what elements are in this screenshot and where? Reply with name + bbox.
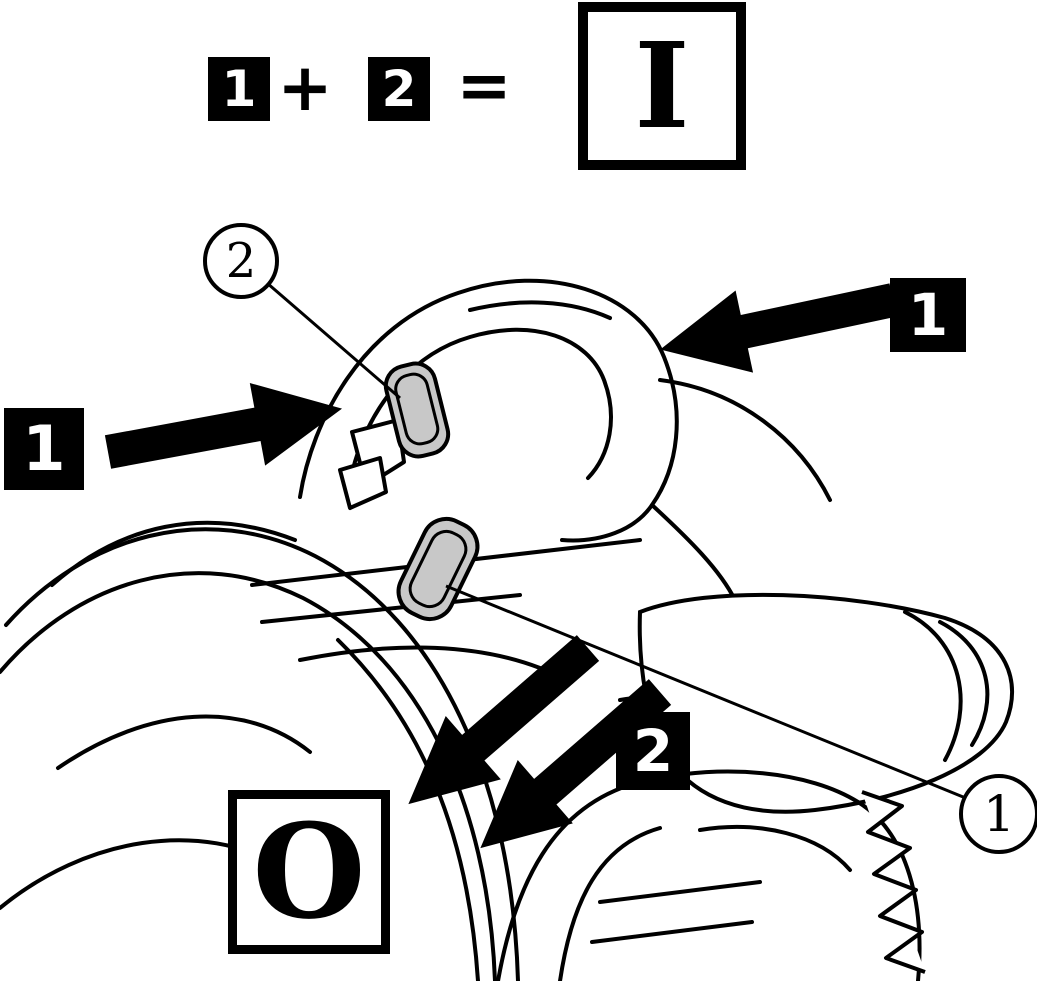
callout-trigger: 1 (959, 774, 1037, 854)
arrow-right-icon (100, 367, 350, 494)
formula-step2-badge: 2 (368, 57, 430, 121)
step-badge-2: 2 (616, 712, 690, 790)
gear-teeth (861, 790, 926, 974)
arrow-left-icon (651, 258, 902, 391)
power-off-symbol-box: O (228, 790, 390, 954)
motor-housing (637, 592, 1015, 814)
lock-bracket (338, 418, 406, 510)
plus-sign: + (277, 49, 333, 126)
power-on-symbol-box: I (578, 2, 746, 170)
leader-line-trigger (445, 584, 996, 812)
equals-sign: = (456, 47, 512, 124)
lower-grip (496, 769, 922, 981)
trigger (396, 516, 480, 622)
callout-lock-button: 2 (203, 223, 279, 299)
formula-step1-badge: 1 (208, 57, 270, 121)
step-badge-left-1: 1 (4, 408, 84, 490)
step-badge-right-1: 1 (890, 278, 966, 352)
lock-off-button (383, 361, 451, 459)
